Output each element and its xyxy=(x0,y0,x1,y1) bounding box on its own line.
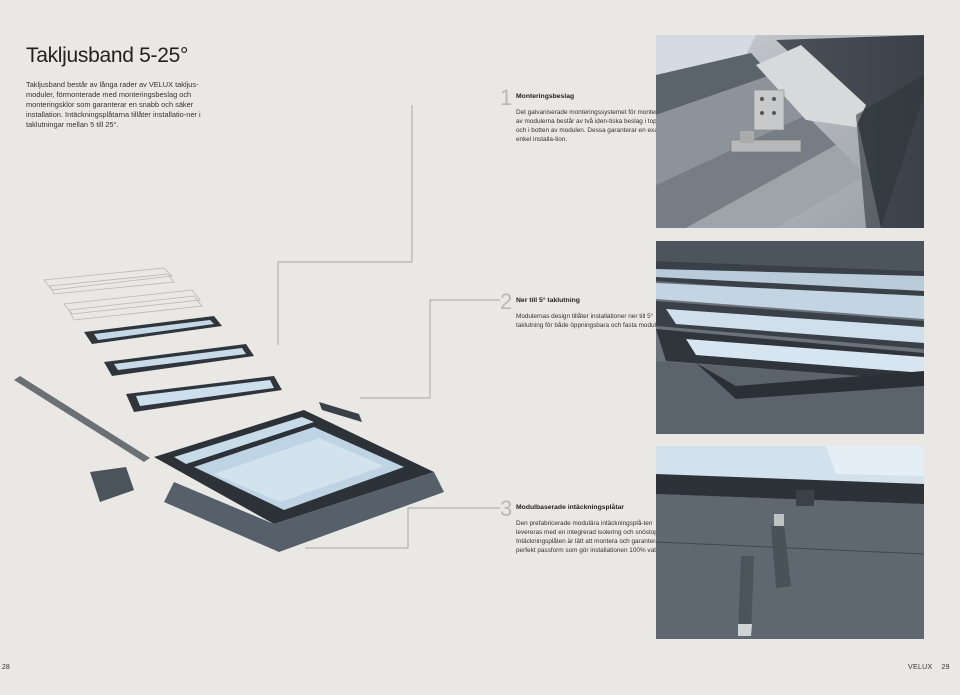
leader-line-3 xyxy=(305,507,500,549)
intro-text: Takljusband består av långa rader av VEL… xyxy=(26,80,201,129)
callout-number: 2 xyxy=(500,289,513,314)
callout-number: 3 xyxy=(500,496,513,521)
callout-flashing: 3 Modulbaserade intäckningsplåtar Den pr… xyxy=(500,498,676,555)
page-number-right: 29 xyxy=(941,664,950,671)
callout-body: Modulernas design tillåter installatione… xyxy=(516,313,664,329)
callout-mounting-bracket: 1 Monteringsbeslag Det galvaniserade mon… xyxy=(500,87,676,144)
brand-name: VELUX xyxy=(908,664,933,671)
page-title: Takljusband 5-25° xyxy=(26,44,189,67)
photo-flashing xyxy=(656,446,924,639)
photo-mounting-bracket xyxy=(656,35,924,228)
leader-line-1 xyxy=(277,105,413,345)
leader-line-2 xyxy=(360,299,500,399)
callout-heading: Ner till 5° taklutning xyxy=(516,297,580,304)
callout-number: 1 xyxy=(500,85,513,110)
callout-body: Den prefabricerade modulära intäckningsp… xyxy=(516,520,674,554)
callout-heading: Monteringsbeslag xyxy=(516,93,575,100)
exploded-view-illustration xyxy=(14,262,444,562)
callout-low-pitch: 2 Ner till 5° taklutning Modulernas desi… xyxy=(500,291,676,330)
callout-heading: Modulbaserade intäckningsplåtar xyxy=(516,504,625,511)
page-number-left: 28 xyxy=(2,664,10,671)
footer-brand-page: VELUX 29 xyxy=(908,664,950,671)
photo-low-pitch xyxy=(656,241,924,434)
callout-body: Det galvaniserade monteringssystemet för… xyxy=(516,109,675,143)
